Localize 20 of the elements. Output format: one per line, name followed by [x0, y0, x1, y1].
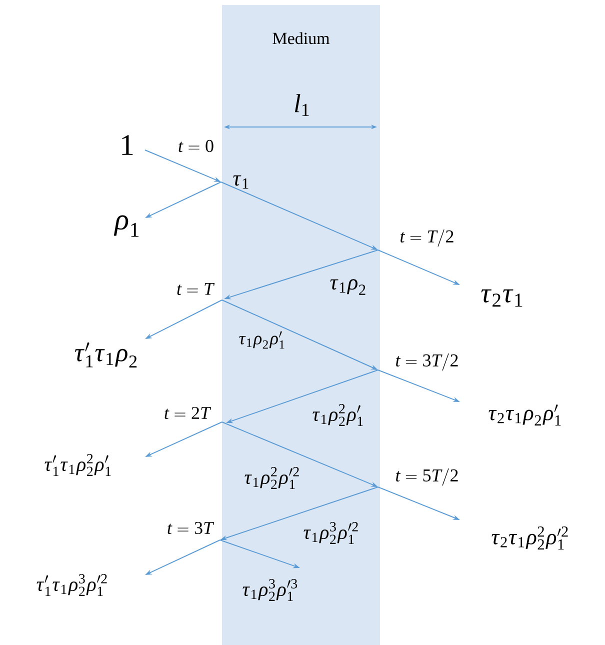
amplitude-label: $\tau_1'\tau_1\rho_2^2\rho_1'$ — [44, 454, 111, 476]
amplitude-label: $\tau_1\rho_2$ — [330, 279, 366, 295]
amplitude-label: $\tau_1\rho_2^3\rho_1'^2$ — [304, 522, 358, 544]
amplitude-label: $\tau_1'\tau_1\rho_2^3\rho_1'^2$ — [36, 574, 107, 596]
time-label: $t=T/2$ — [400, 229, 454, 247]
input-label: $1$ — [122, 135, 133, 155]
amplitude-label: $\tau_1'\tau_1\rho_2$ — [74, 342, 137, 368]
time-label: $t=3T/2$ — [396, 353, 458, 371]
amplitude-label: $\tau_2\tau_1$ — [481, 289, 522, 307]
amplitude-label: $\tau_1$ — [233, 175, 248, 189]
dimension-label: $l_{1}$ — [294, 94, 309, 116]
amplitude-label: $\tau_2\tau_1\rho_2\rho_1'$ — [488, 404, 561, 426]
amplitude-label: $\tau_2\tau_1\rho_2^2\rho_1'^2$ — [492, 526, 568, 550]
amplitude-label: $\rho_1$ — [114, 215, 139, 237]
amplitude-label: $\tau_1\rho_2\rho_1'$ — [239, 331, 284, 349]
time-label: $t=2T$ — [164, 406, 212, 420]
amplitude-label: $\tau_1\rho_2^2\rho_1'$ — [312, 404, 363, 426]
time-label: $t=5T/2$ — [396, 468, 458, 486]
amplitude-label: $\tau_1\rho_2^3\rho_1'^3$ — [242, 579, 298, 601]
amplitude-label: $\tau_1\rho_2^2\rho_1'^2$ — [244, 467, 299, 489]
